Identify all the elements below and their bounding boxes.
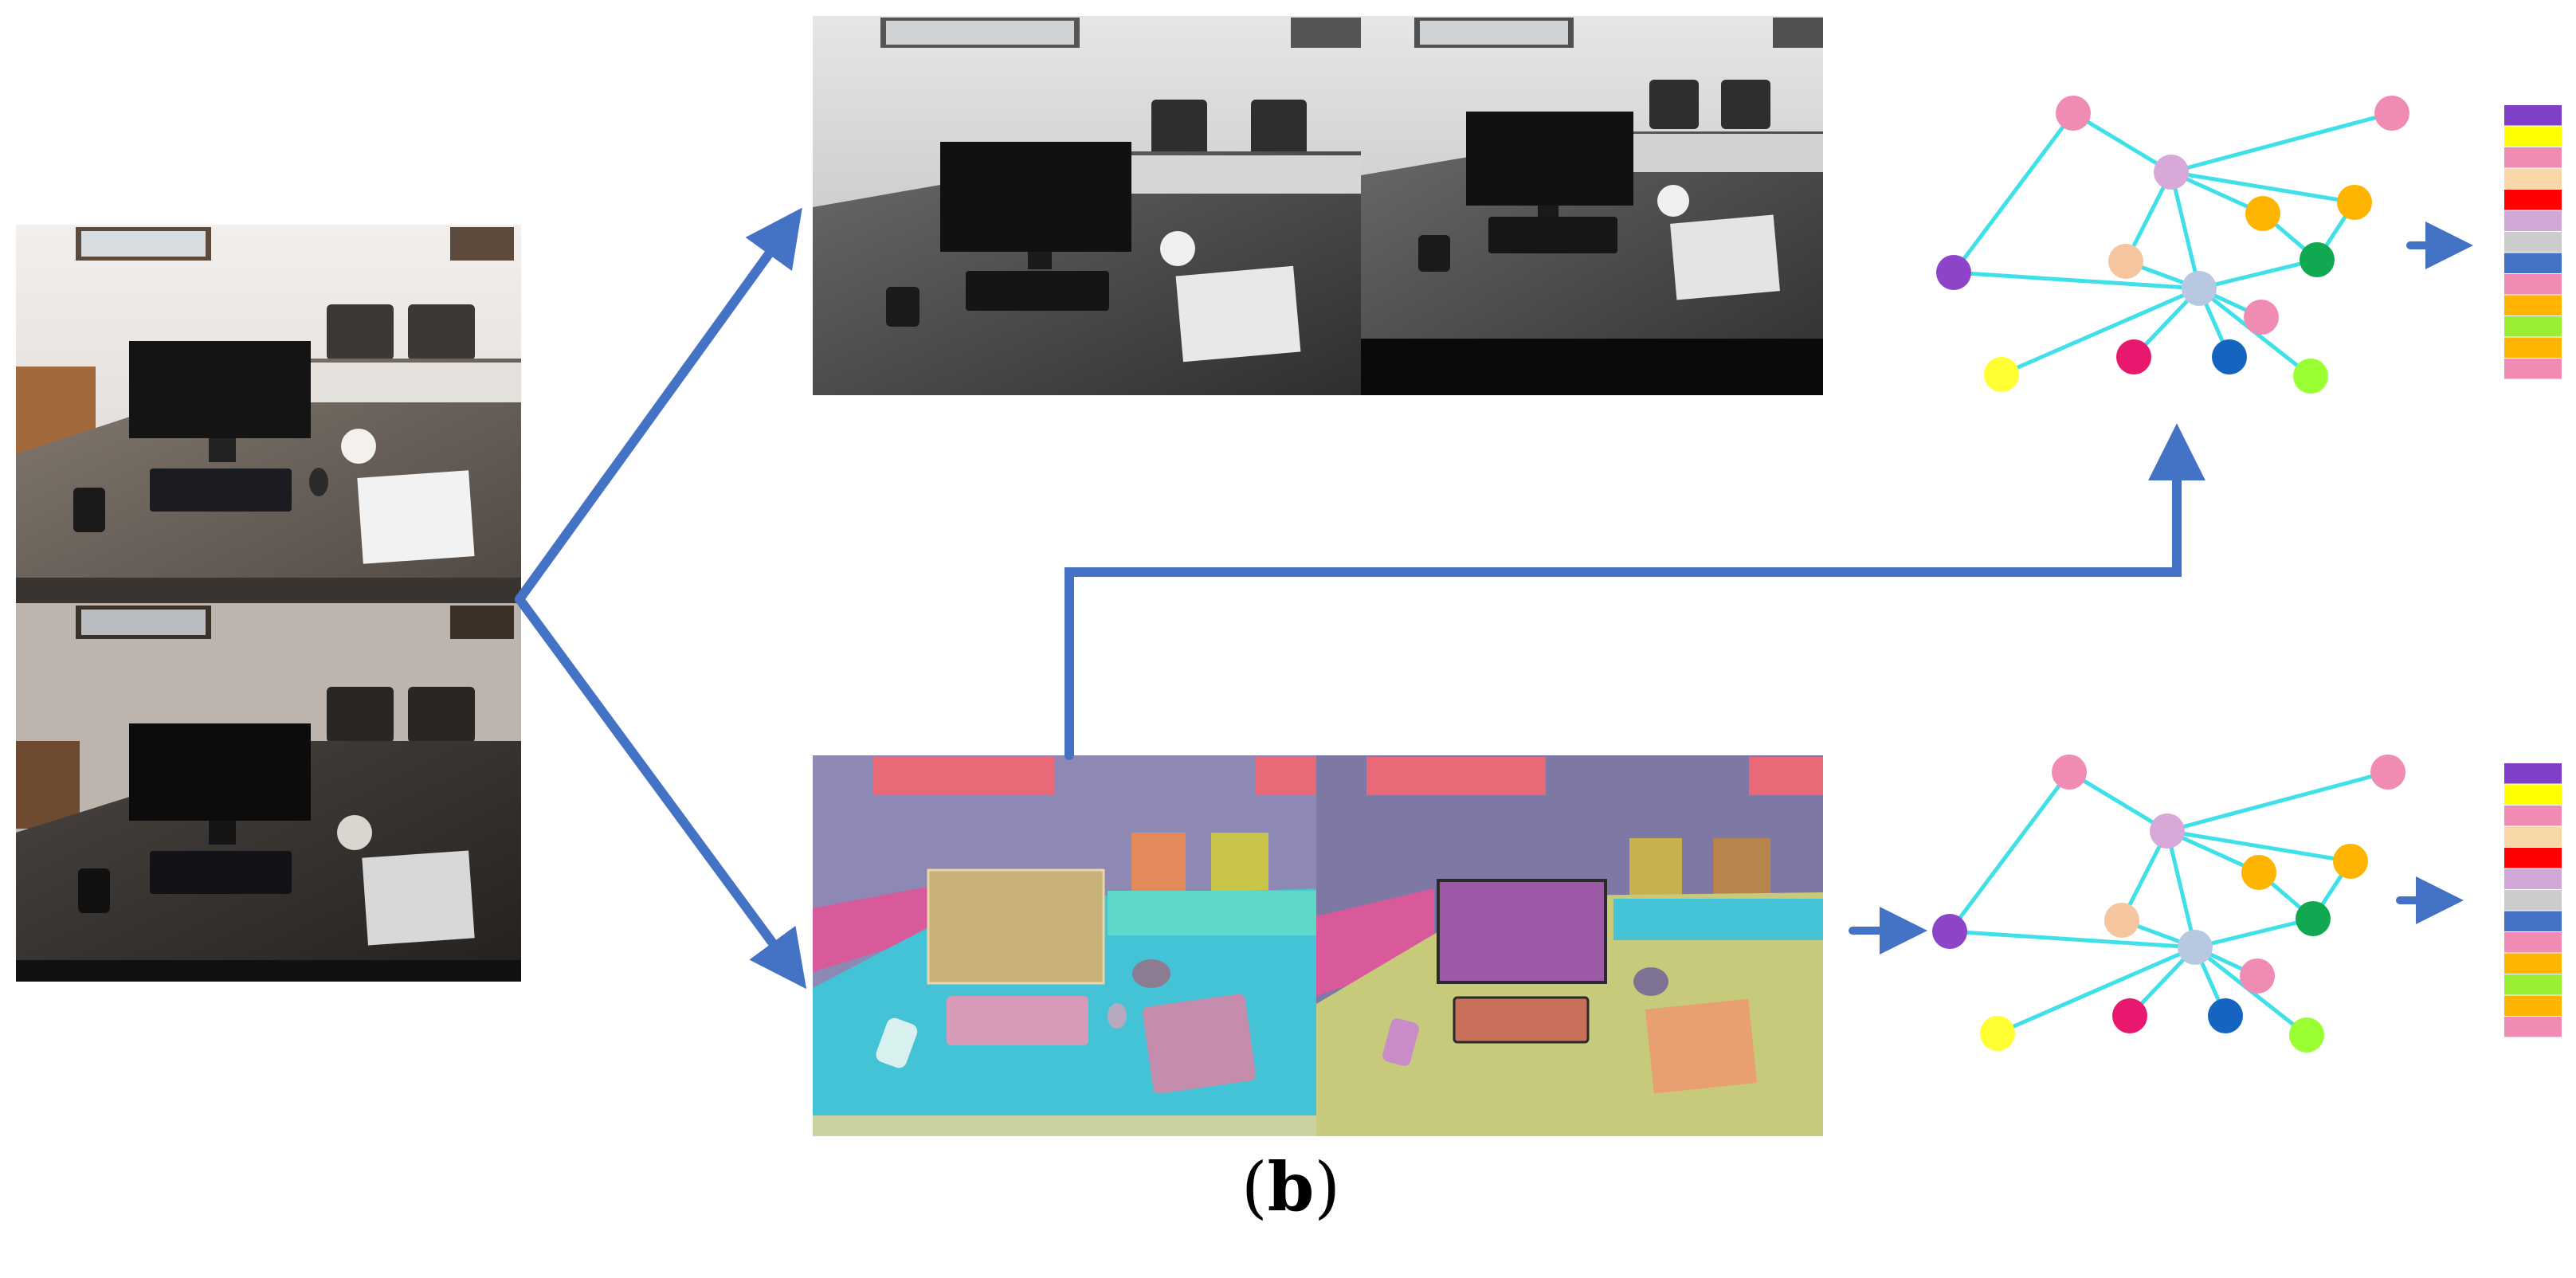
feature-vector-cell: [2504, 932, 2562, 953]
graph-node: [2245, 196, 2280, 231]
feature-vector-bottom: [2504, 763, 2562, 1037]
graph-node: [2374, 96, 2409, 131]
graph-node: [2056, 96, 2091, 131]
graph-edge: [1948, 770, 2071, 933]
graph-node: [2112, 998, 2147, 1033]
feature-vector-cell: [2504, 1017, 2562, 1037]
graph-edge: [1997, 945, 2196, 1036]
graph-node: [2116, 339, 2151, 374]
graph-node: [2370, 755, 2405, 790]
graph-edge: [1949, 929, 2196, 950]
scene-graph-bottom: [1932, 755, 2405, 1053]
feature-vector-cell: [2504, 190, 2562, 210]
graph-edge: [2170, 111, 2393, 174]
graph-edge: [2165, 830, 2198, 948]
feature-vector-cell: [2504, 126, 2562, 147]
feature-vector-top: [2504, 105, 2562, 379]
feature-vector-cell: [2504, 911, 2562, 931]
arrow-to-segmentation: [515, 594, 807, 990]
feature-vector-cell: [2504, 995, 2562, 1016]
feature-vector-cell: [2504, 359, 2562, 379]
graph-node: [2104, 903, 2139, 938]
input-photo-dark: [16, 603, 521, 982]
graph-edge: [2166, 770, 2389, 833]
feature-vector-cell: [2504, 848, 2562, 868]
graph-node: [2052, 755, 2087, 790]
graph-edge: [1953, 270, 2200, 291]
graph-node: [2296, 901, 2331, 936]
feature-vector-cell: [2504, 868, 2562, 889]
segmentation-image-right: [1316, 755, 1823, 1136]
feature-vector-cell: [2504, 337, 2562, 358]
input-photo-bright: [16, 225, 521, 603]
figure-caption: (b): [1241, 1147, 1341, 1226]
graph-node: [2182, 271, 2217, 306]
graph-edge: [2001, 286, 2200, 377]
feature-vector-cell: [2504, 253, 2562, 273]
feature-vector-cell: [2504, 295, 2562, 316]
graph-node: [2108, 244, 2143, 279]
graph-node: [2212, 339, 2247, 374]
graph-edge: [2166, 829, 2351, 864]
feature-vector-cell: [2504, 210, 2562, 231]
arrow-to-grayscale: [515, 207, 802, 604]
graph-node: [2289, 1017, 2324, 1053]
graph-edge: [2170, 170, 2355, 205]
graph-node: [2208, 998, 2243, 1033]
graph-edge: [2068, 770, 2169, 833]
graph-node: [2333, 844, 2368, 879]
feature-vector-cell: [2504, 806, 2562, 826]
feature-vector-cell: [2504, 890, 2562, 911]
scene-graph-top: [1936, 96, 2409, 394]
graph-edge: [2198, 257, 2318, 291]
feature-vector-cell: [2504, 147, 2562, 168]
feature-vector-cell: [2504, 105, 2562, 126]
feature-vector-cell: [2504, 168, 2562, 189]
graph-node: [2178, 930, 2213, 965]
grayscale-image-left: [813, 16, 1361, 395]
graph-edge: [2194, 916, 2314, 950]
feature-vector-cell: [2504, 826, 2562, 847]
graph-node: [1936, 255, 1971, 290]
caption-letter: b: [1267, 1147, 1315, 1226]
graph-node: [1980, 1016, 2015, 1051]
segmentation-image-left: [813, 755, 1316, 1136]
graph-edge: [1952, 112, 2075, 274]
feature-vector-cell: [2504, 232, 2562, 253]
graph-node: [1932, 914, 1967, 949]
arrow-segmentation-to-graph: [1065, 423, 2205, 760]
feature-vector-cell: [2504, 974, 2562, 995]
feature-vector-cell: [2504, 784, 2562, 805]
grayscale-image-right: [1361, 16, 1823, 395]
graph-node: [2300, 242, 2335, 277]
graph-node: [2154, 155, 2189, 190]
graph-node: [1984, 357, 2019, 392]
graph-node: [2241, 855, 2276, 890]
graph-edge: [2072, 111, 2173, 174]
feature-vector-cell: [2504, 274, 2562, 295]
graph-node: [2240, 958, 2275, 994]
graph-node: [2150, 813, 2185, 849]
feature-vector-cell: [2504, 763, 2562, 784]
graph-node: [2337, 185, 2372, 220]
feature-vector-cell: [2504, 316, 2562, 337]
graph-node: [2244, 300, 2279, 335]
feature-vector-cell: [2504, 953, 2562, 974]
graph-node: [2293, 359, 2328, 394]
graph-edge: [2169, 171, 2202, 289]
flow-arrows: [515, 207, 2474, 990]
